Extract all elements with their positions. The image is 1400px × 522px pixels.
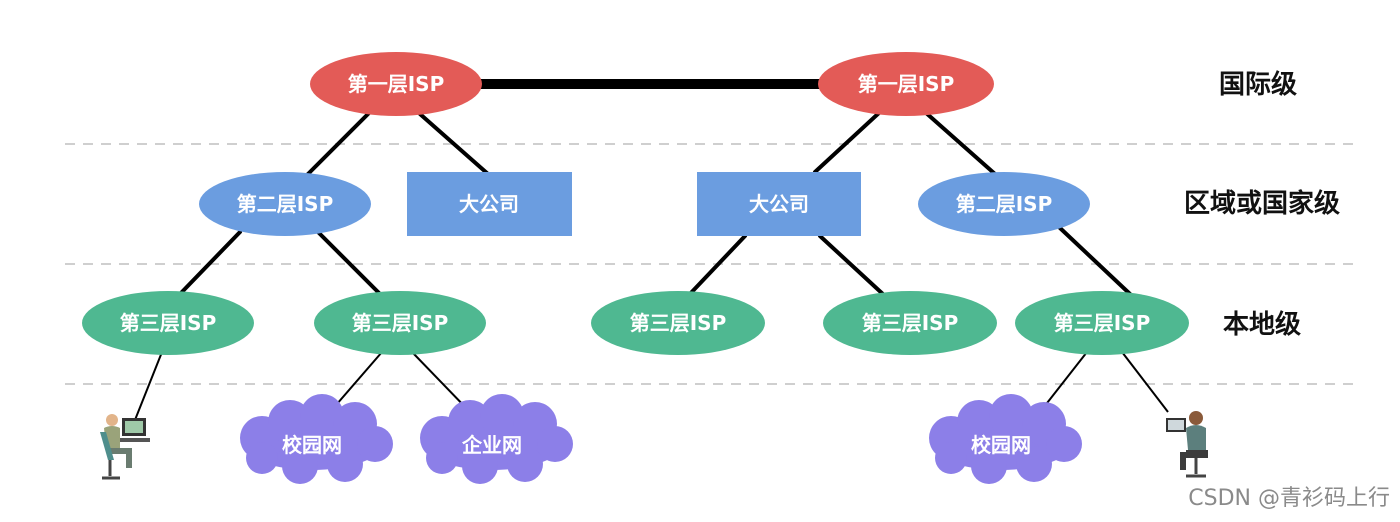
link-tier3-2-enterprise (411, 351, 471, 413)
level-label-regional: 区域或国家级 (1184, 188, 1340, 219)
tier1-isp-right: 第一层ISP (818, 52, 994, 116)
large-company-right: 大公司 (697, 172, 861, 236)
link-tier3-5-user (1121, 351, 1169, 413)
tier3-isp-3: 第三层ISP (591, 291, 765, 355)
tier3-isp-5-label: 第三层ISP (1054, 311, 1151, 335)
link-tier1right-company-right (813, 110, 882, 174)
level-label-international: 国际级 (1219, 69, 1297, 100)
link-tier3-1-user (132, 351, 163, 426)
tier3-isp-1-label: 第三层ISP (120, 311, 217, 335)
connection-links (132, 110, 1169, 426)
link-tier1left-tier2left (304, 110, 372, 178)
campus-network-right-label: 校园网 (971, 433, 1031, 457)
tier3-isp-2-label: 第三层ISP (352, 311, 449, 335)
campus-network-cloud-right: 校园网 (929, 394, 1082, 484)
link-tier2right-tier3-5 (1058, 226, 1132, 296)
large-company-right-label: 大公司 (749, 192, 809, 216)
tier3-isp-5: 第三层ISP (1015, 291, 1189, 355)
tier3-isp-2: 第三层ISP (314, 291, 486, 355)
tier1-isp-left: 第一层ISP (310, 52, 482, 116)
tier1-isp-right-label: 第一层ISP (858, 72, 955, 96)
tier1-isp-left-label: 第一层ISP (348, 72, 445, 96)
tier3-isp-4-label: 第三层ISP (862, 311, 959, 335)
level-label-local: 本地级 (1223, 309, 1301, 340)
enterprise-network-label: 企业网 (461, 433, 522, 457)
link-tier2left-tier3-1 (178, 230, 242, 296)
large-company-left: 大公司 (407, 172, 572, 236)
tier3-isp-4: 第三层ISP (823, 291, 997, 355)
enterprise-network-cloud: 企业网 (420, 394, 573, 484)
user-computer-icon (100, 414, 150, 480)
tier3-isp-1: 第三层ISP (82, 291, 254, 355)
link-tier2left-tier3-2 (316, 230, 382, 296)
link-company-right-tier3-4 (818, 234, 887, 298)
tier2-isp-right: 第二层ISP (918, 172, 1090, 236)
large-company-left-label: 大公司 (459, 192, 519, 216)
link-tier1right-tier2right (923, 110, 997, 176)
watermark-text: CSDN @青衫码上行 (1188, 486, 1390, 511)
tier2-isp-right-label: 第二层ISP (956, 192, 1053, 216)
tier2-isp-left-label: 第二层ISP (237, 192, 334, 216)
link-company-right-tier3-3 (686, 234, 747, 298)
campus-network-cloud-left: 校园网 (240, 394, 393, 484)
tier3-isp-3-label: 第三层ISP (630, 311, 727, 335)
campus-network-left-label: 校园网 (282, 433, 342, 457)
tier2-isp-left: 第二层ISP (199, 172, 371, 236)
user-computer-icon (1166, 411, 1208, 478)
link-tier3-5-campus (1039, 351, 1088, 413)
link-tier1left-company-left (418, 112, 490, 176)
